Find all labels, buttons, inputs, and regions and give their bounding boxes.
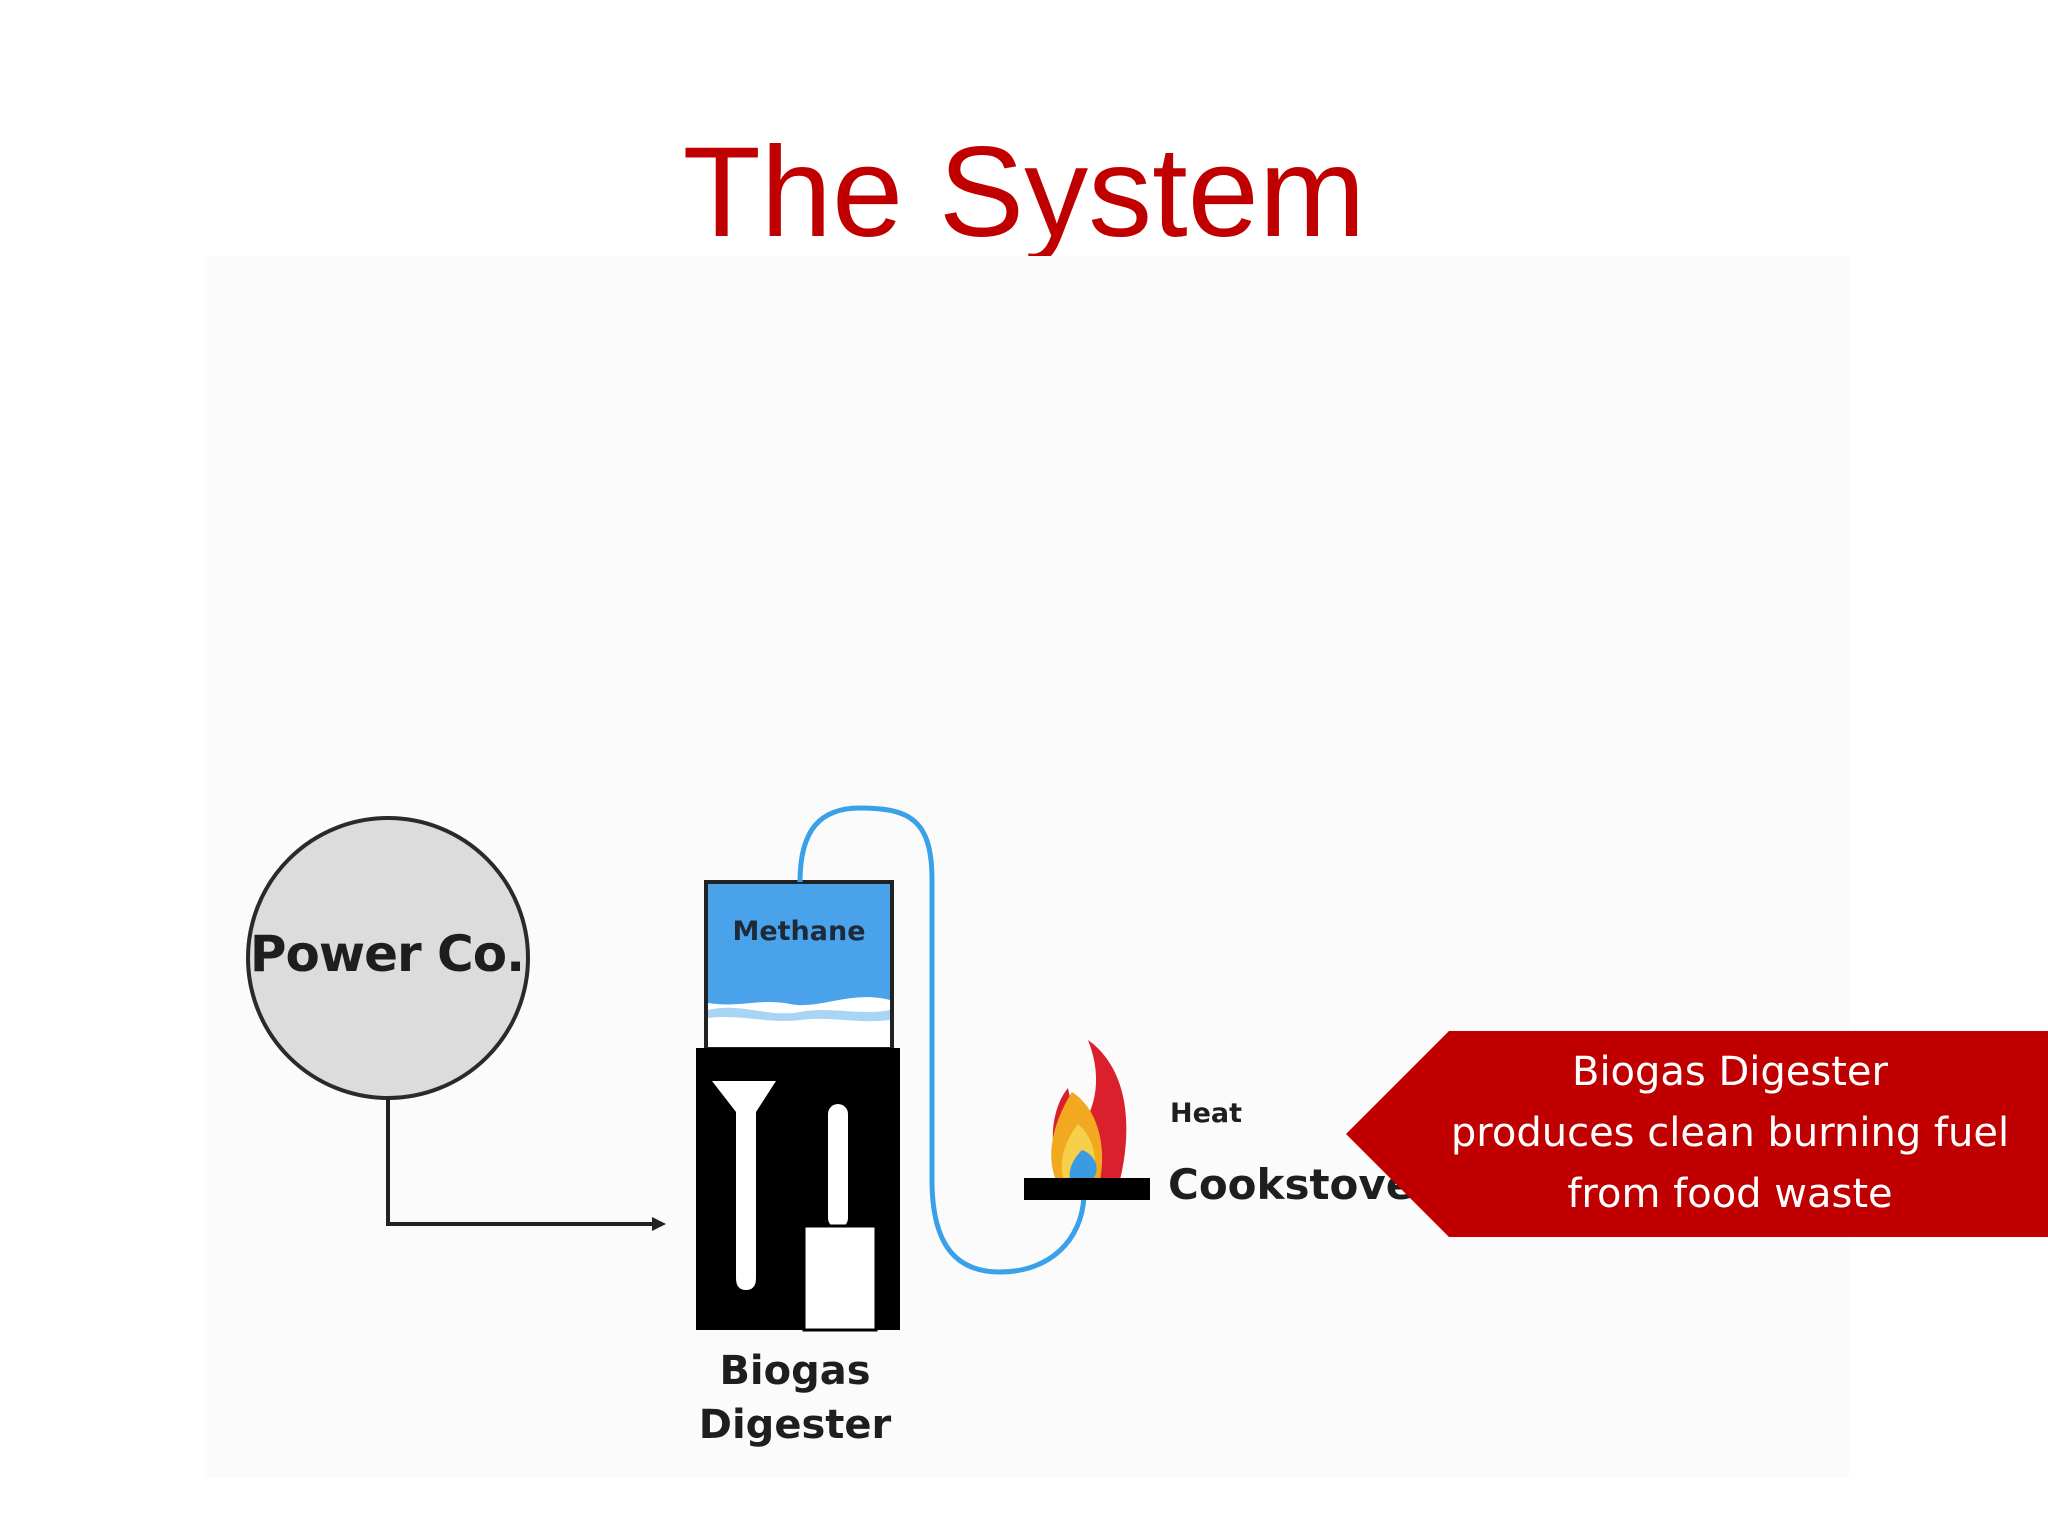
cookstove-burner <box>1024 1178 1150 1200</box>
gas-pipe <box>797 805 1087 1275</box>
power-connector-arrow <box>386 1098 666 1231</box>
methane-label: Methane <box>732 916 866 947</box>
digester-body <box>696 1048 900 1332</box>
methane-tank <box>704 880 894 1051</box>
callout-text: Biogas Digester produces clean burning f… <box>1450 1049 2010 1217</box>
flame-icon <box>1051 1040 1127 1180</box>
digester-label: Biogas Digester <box>698 1348 892 1448</box>
heat-label: Heat <box>1170 1098 1243 1129</box>
cookstove-label: Cookstove <box>1168 1160 1415 1209</box>
callout-arrow-shape <box>1346 1031 2048 1237</box>
power-company-label: Power Co. <box>249 925 525 983</box>
slide-title: The System <box>682 121 1366 264</box>
